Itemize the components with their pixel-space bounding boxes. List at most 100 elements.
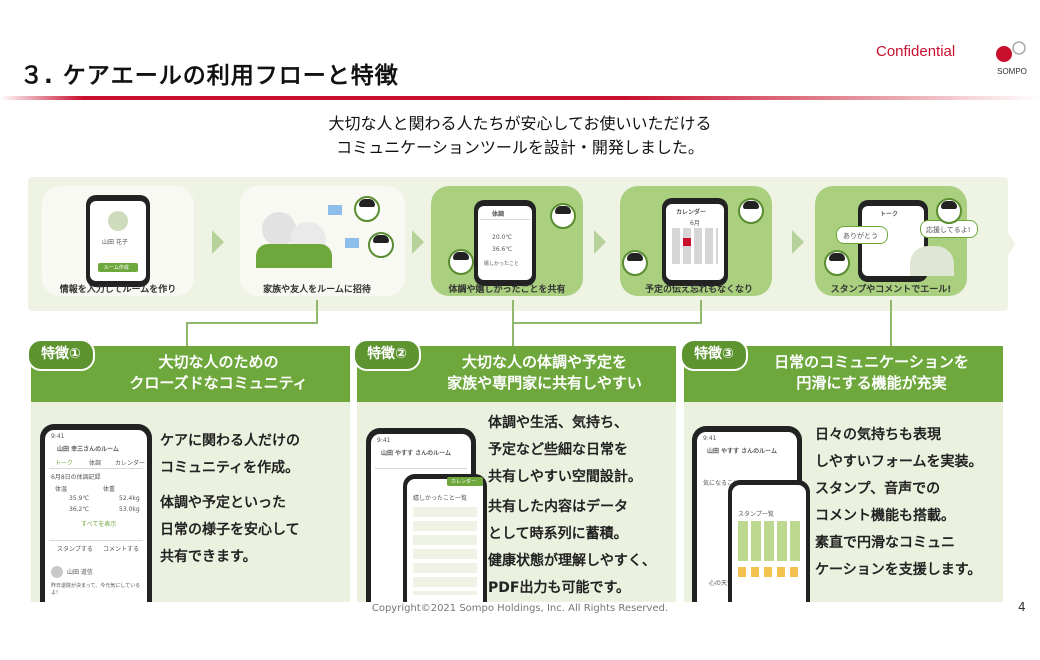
weight-1: 52.4kg [119,495,140,502]
tab-health[interactable]: 体調 [89,460,102,467]
connector-vertical [316,300,318,324]
avatar [108,211,128,231]
room-name: 山田 幸三さんのルーム [57,446,119,453]
feature-3-title-line1: 日常のコミュニケーションを [774,353,969,371]
feature-2-title: 大切な人の体調や予定を 家族や専門家に共有しやすい [421,352,668,394]
flow-step-3-label: 体調や嬉しかったことを共有 [448,285,566,295]
temp-2: 36.2℃ [69,506,90,513]
comment-user: 山田 道信 [67,569,93,576]
feature-3-title-line2: 円滑にする機能が充実 [796,374,947,392]
family-member-icon [354,196,380,222]
tab-talk[interactable]: トーク [55,460,74,467]
copyright: Copyright©2021 Sompo Holdings, Inc. All … [371,603,669,614]
calendar-event-marker [683,238,691,246]
sompo-logo: SOMPO [990,40,1034,86]
user-face-icon [448,249,474,275]
divider [480,219,530,220]
flow-step-4-label: 予定の伝え忘れもなくなり [644,285,753,295]
temp-1: 35.9℃ [69,495,90,502]
flow-arrow-4 [792,230,804,254]
calendar-month: 6月 [690,220,700,227]
elders-icon [910,246,954,276]
feature-2-title-line2: 家族や専門家に共有しやすい [447,374,642,392]
status-time: 9:41 [51,433,65,440]
feature-1-header: 特徴① 大切な人のための クローズドなコミュニティ [27,339,350,402]
stamp-grid[interactable] [738,521,800,561]
temp-value-1: 20.0℃ [492,234,513,241]
flow-step-1-label: 情報を入力してルームを作り [59,285,177,295]
feature-2-title-line1: 大切な人の体調や予定を [461,353,627,371]
col-temp: 体温 [55,486,68,493]
timeline-list [413,507,477,595]
feature-2-header: 特徴② 大切な人の体調や予定を 家族や専門家に共有しやすい [353,339,676,402]
weight-2: 53.0kg [119,506,140,513]
feature-1-tag: 特徴① [27,339,95,371]
step4-phone: カレンダー 6月 [662,198,728,286]
page-title: ３. ケアエールの利用フローと特徴 [20,63,399,89]
feature-3-tag: 特徴③ [680,339,748,371]
step3-phone: 体調 20.0℃ 36.6℃ 嬉しかったこと [474,200,536,286]
divider [375,468,467,469]
divider [49,468,143,469]
mail-icon [328,205,342,215]
flow-step-2-label: 家族や友人をルームに招待 [263,285,371,295]
room-name: 山田 やすす さんのルーム [707,448,777,455]
col-weight: 体重 [103,486,116,493]
concern-item: 気になること [703,480,740,487]
happy-note: 嬉しかったこと [484,261,520,267]
tab-calendar[interactable]: カレンダー [115,460,146,467]
header-divider [0,96,1040,100]
happy-list-title: 嬉しかったこと一覧 [413,495,468,502]
step1-name: 山田 花子 [102,239,128,246]
step1-phone: 山田 花子 ルーム作成 [86,195,150,287]
feature-2-tag: 特徴② [353,339,421,371]
room-name: 山田 やすす さんのルーム [381,450,451,457]
user-face-icon [550,203,576,229]
status-time: 9:41 [377,437,391,444]
feature-3-text-1: 日々の気持ちも表現 しやすいフォームを実装。 [815,427,983,470]
create-room-button [98,263,138,272]
cheer-text: 応援してるよ! [926,226,971,234]
mood-weather-item: 心の天気 [709,580,734,587]
feature-1-text-2: 体調や予定といった 日常の様子を安心して 共有できます。 [160,495,300,565]
avatar [51,566,63,578]
stamp-list-title: スタンプ一覧 [738,511,774,518]
connector-vertical [186,322,188,346]
feature-2-phone-front: カレンダー 嬉しかったこと一覧 [403,474,487,602]
temp-value-2: 36.6℃ [492,246,513,253]
thanks-bubble: ありがとう [836,226,888,244]
feature-1-text-1: ケアに関わる人だけの コミュニティを作成。 [160,433,300,476]
user-face-icon [738,198,764,224]
create-room-label: ルーム作成 [104,265,129,271]
comment-button[interactable]: コメントする [103,546,140,553]
calendar-tab-label: カレンダー [451,479,477,485]
connector-horizontal [512,322,702,324]
feature-3-text-3: 素直で円滑なコミュニ ケーションを支援します。 [815,535,982,578]
divider [49,540,143,541]
emoji-row[interactable] [738,567,800,577]
feature-2-text-2: 共有した内容はデータ として時系列に蓄積。 健康状態が理解しやすく、 PDF出力… [488,499,656,596]
comment-text: 昨日退院が決まって、今元気にしているよ! [51,583,141,596]
step5-header: トーク [880,211,899,218]
stamp-button[interactable]: スタンプする [57,546,93,553]
svg-text:SOMPO: SOMPO [997,67,1027,76]
flow-arrow-2 [412,230,424,254]
flow-arrow-3 [594,230,606,254]
subtitle-line2: コミュニケーションツールを設計・開発しました。 [336,138,704,157]
feature-3-header: 特徴③ 日常のコミュニケーションを 円滑にする機能が充実 [680,339,1003,402]
feature-3-text-2: スタンプ、音声での コメント機能も搭載。 [815,481,955,524]
flow-step-5-label: スタンプやコメントでエール! [830,285,952,295]
connector-vertical [700,300,702,324]
feature-1-title-line1: 大切な人のための [158,353,279,371]
calendar-tab[interactable] [447,477,483,486]
connector-vertical [890,300,892,346]
subtitle-line1: 大切な人と関わる人たちが安心してお使いいただける [328,114,712,133]
step3-header: 体調 [492,211,505,218]
connector-horizontal [186,322,318,324]
status-time: 9:41 [703,435,717,442]
friend-icon [368,232,394,258]
feature-3-phone-front: スタンプ一覧 [728,480,810,602]
show-all-link[interactable]: すべてを表示 [81,521,117,528]
feature-1-phone: 9:41 山田 幸三さんのルーム トーク 体調 カレンダー 6月8日の体調記録 … [40,424,152,602]
flow-arrow-1 [212,230,224,254]
